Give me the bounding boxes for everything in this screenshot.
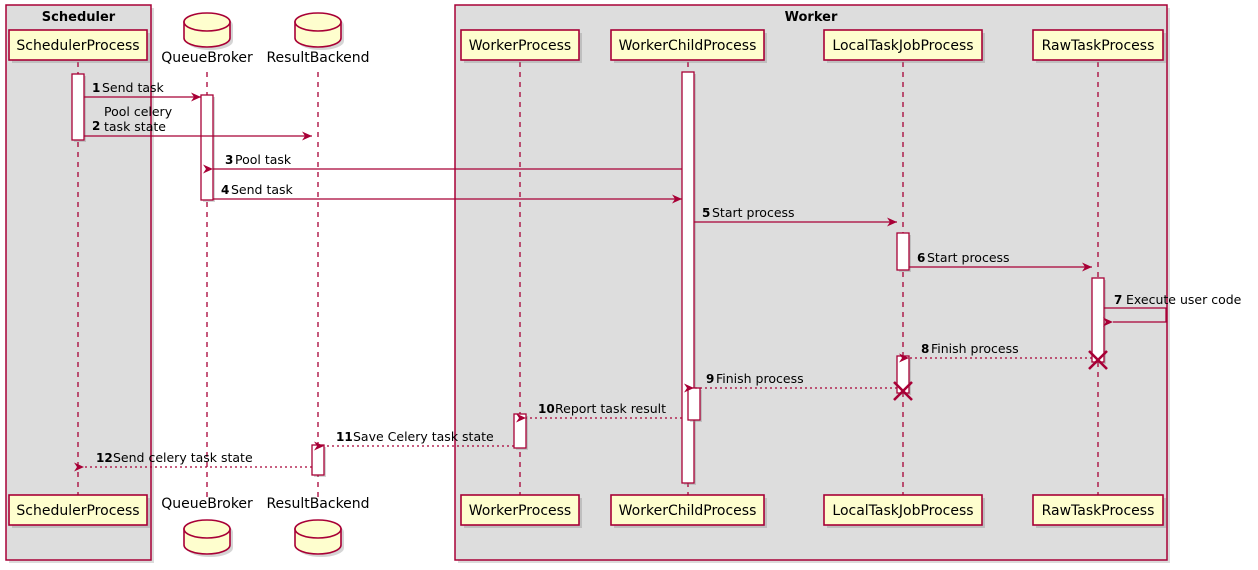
database-label-queuebroker: QueueBroker [161, 496, 253, 512]
group-title-worker: Worker [785, 10, 838, 25]
activation-bar-resultbackend [311, 444, 325, 476]
participant-label-schedulerprocess: SchedulerProcess [16, 38, 139, 54]
message-text-5: Start process [712, 205, 795, 220]
activation-bar-workerchildprocess [681, 71, 695, 484]
message-text-7: Execute user code [1126, 292, 1242, 307]
message-text-12: Send celery task state [113, 450, 253, 465]
database-label-queuebroker: QueueBroker [161, 50, 253, 66]
participant-label-rawtaskprocess: RawTaskProcess [1042, 503, 1155, 519]
participant-label-workerprocess: WorkerProcess [469, 38, 571, 54]
participant-label-workerchildprocess: WorkerChildProcess [619, 503, 757, 519]
message-number-11: 11 [336, 430, 353, 444]
participant-label-localtaskjobprocess: LocalTaskJobProcess [832, 503, 973, 519]
participant-box-workerprocess[interactable] [460, 29, 580, 61]
participant-box-localtaskjobprocess[interactable] [823, 29, 983, 61]
message-text-3: Pool task [235, 152, 292, 167]
participant-box-localtaskjobprocess[interactable] [823, 494, 983, 526]
message-number-2: 2 [92, 119, 100, 133]
message-number-9: 9 [706, 372, 714, 386]
destroy-marker2-localtaskjobprocess [893, 381, 913, 401]
activation-bar-queuebroker [200, 94, 214, 201]
message-number-12: 12 [96, 451, 113, 465]
database-top-queuebroker[interactable] [183, 12, 231, 32]
activation-bar-rawtaskprocess [1091, 277, 1105, 363]
participant-label-rawtaskprocess: RawTaskProcess [1042, 38, 1155, 54]
database-label-resultbackend: ResultBackend [266, 496, 369, 512]
group-title-scheduler: Scheduler [42, 10, 116, 25]
message-line-7 [1103, 307, 1167, 327]
message-number-8: 8 [921, 342, 929, 356]
participant-box-rawtaskprocess[interactable] [1032, 494, 1164, 526]
activation-bar-schedulerprocess [71, 73, 85, 141]
participant-box-schedulerprocess[interactable] [8, 494, 148, 526]
group-box-worker [454, 4, 1168, 561]
message-text-10: Report task result [555, 401, 666, 416]
database-top-resultbackend[interactable] [294, 12, 342, 32]
message-text-8: Finish process [931, 341, 1019, 356]
message-number-4: 4 [221, 183, 229, 197]
message-number-5: 5 [702, 206, 710, 220]
message-number-3: 3 [225, 153, 233, 167]
message-number-1: 1 [92, 81, 100, 95]
destroy-marker2-rawtaskprocess [1088, 350, 1108, 370]
activation-bar-workerchildprocess [687, 387, 701, 421]
database-label-resultbackend: ResultBackend [266, 50, 369, 66]
activation-bar-workerprocess [513, 413, 527, 449]
activation-bar-localtaskjobprocess [896, 232, 910, 271]
message-number-7: 7 [1114, 293, 1122, 307]
participant-box-workerchildprocess[interactable] [610, 29, 765, 61]
participant-box-schedulerprocess[interactable] [8, 29, 148, 61]
participant-label-workerchildprocess: WorkerChildProcess [619, 38, 757, 54]
message-number-6: 6 [917, 251, 925, 265]
participant-box-workerprocess[interactable] [460, 494, 580, 526]
database-top-queuebroker[interactable] [183, 519, 231, 539]
participant-label-schedulerprocess: SchedulerProcess [16, 503, 139, 519]
message-text-11: Save Celery task state [353, 429, 494, 444]
message-text-1: Send task [102, 80, 165, 95]
message-text-4: Send task [231, 182, 294, 197]
participant-box-rawtaskprocess[interactable] [1032, 29, 1164, 61]
message-text-9: Finish process [716, 371, 804, 386]
participant-label-localtaskjobprocess: LocalTaskJobProcess [832, 38, 973, 54]
participant-label-workerprocess: WorkerProcess [469, 503, 571, 519]
message-text-6: Start process [927, 250, 1010, 265]
participant-box-workerchildprocess[interactable] [610, 494, 765, 526]
message-number-10: 10 [538, 402, 555, 416]
database-top-resultbackend[interactable] [294, 519, 342, 539]
